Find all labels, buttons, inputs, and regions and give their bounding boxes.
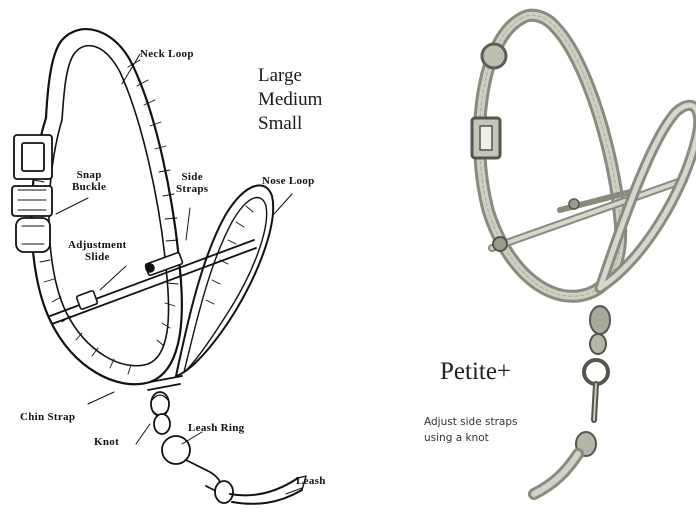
size-large: Large — [258, 64, 322, 88]
nose-loop — [176, 185, 273, 376]
note-line-1: Adjust side straps — [424, 414, 518, 430]
neck-loop-strap — [31, 29, 181, 384]
size-medium: Medium — [258, 88, 322, 112]
petite-title: Petite+ — [440, 358, 511, 386]
note-line-2: using a knot — [424, 430, 518, 446]
chin-strap-label: Chin Strap — [20, 412, 75, 424]
neck-loop-label: Neck Loop — [140, 49, 194, 61]
knot-note: Adjust side straps using a knot — [424, 414, 518, 446]
leash-clip — [162, 436, 306, 504]
leash-ring-label: Leash Ring — [188, 423, 245, 435]
snap-buckle-label: Snap Buckle — [72, 170, 106, 193]
size-list: Large Medium Small — [258, 64, 322, 136]
chin-knot — [148, 376, 182, 434]
side-straps-label: Side Straps — [176, 172, 208, 195]
knot-label: Knot — [94, 437, 119, 449]
leash-label: Leash — [296, 476, 326, 488]
adjustment-slide-label: Adjustment Slide — [68, 240, 127, 263]
nose-loop-label: Nose Loop — [262, 176, 315, 188]
size-small: Small — [258, 112, 322, 136]
snap-buckle — [12, 135, 52, 252]
